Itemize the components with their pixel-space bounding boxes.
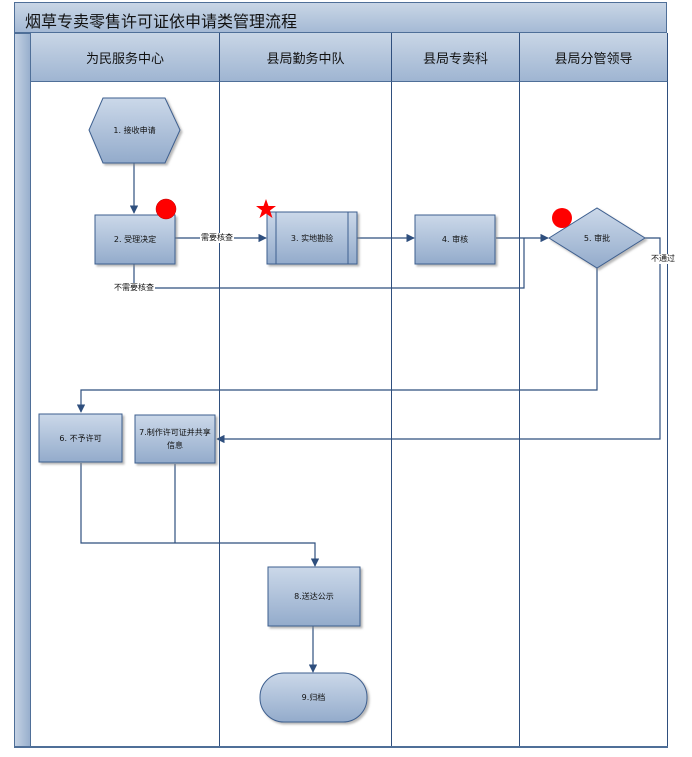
lane-duty-squad (220, 82, 392, 748)
diagram-title-bar: 烟草专卖零售许可证依申请类管理流程 (14, 2, 667, 33)
lane-header-monopoly-section: 县局专卖科 (392, 33, 520, 82)
node-4-label: 4. 审核 (441, 235, 469, 244)
node-1-hexagon (88, 97, 181, 164)
node-9-label: 9.归档 (301, 693, 326, 702)
node-3-predefined-process (266, 211, 358, 265)
edge-label-approved: 不通过 (650, 254, 676, 264)
edge-6-to-8 (80, 463, 320, 567)
node-7-process (134, 414, 216, 464)
pool-bottom-border (14, 746, 668, 748)
lane-service-center (31, 82, 220, 748)
diagram-title: 烟草专卖零售许可证依申请类管理流程 (25, 12, 298, 31)
edge-5-to-7 (216, 237, 661, 444)
red-star-marker-3 (256, 199, 276, 218)
node-5-label: 5. 审批 (583, 233, 611, 243)
edge-5-to-6 (76, 268, 598, 413)
red-circle-marker-2 (155, 198, 177, 220)
node-5-decision (548, 207, 646, 269)
node-3-label: 3. 实地勘验 (290, 233, 334, 243)
node-1-label: 1. 接收申请 (113, 126, 156, 135)
lane-header-duty-squad: 县局勤务中队 (220, 33, 392, 82)
node-9-terminator (259, 672, 368, 723)
node-6-label: 6. 不予许可 (59, 433, 102, 443)
red-circle-marker-5 (552, 208, 572, 228)
node-2-process (94, 214, 176, 265)
lane-header-leader: 县局分管领导 (520, 33, 668, 82)
lane-header-service-center: 为民服务中心 (31, 33, 220, 82)
lane-monopoly-section (392, 82, 520, 748)
node-4-process (414, 214, 496, 265)
node-8-process (267, 566, 361, 627)
node-6-process (38, 413, 123, 463)
node-7-label: 7.制作许可证并共享信息 (139, 428, 211, 450)
node-8-label: 8.送达公示 (294, 592, 334, 601)
edge-label-need-inspection: 需要核查 (200, 233, 234, 243)
edge-label-no-inspection: 不需要核查 (113, 283, 155, 293)
edge-2-to-5 (133, 238, 525, 289)
lane-leader (520, 82, 668, 748)
node-2-label: 2. 受理决定 (113, 235, 157, 244)
